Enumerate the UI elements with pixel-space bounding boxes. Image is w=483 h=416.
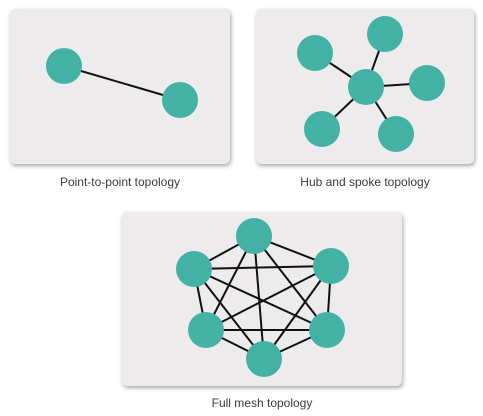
full-mesh-panel: [122, 212, 402, 386]
mesh-edge: [205, 265, 332, 331]
mesh-node: [188, 312, 224, 348]
mesh-edge: [253, 235, 265, 360]
mesh-edge: [263, 265, 332, 360]
mesh-edge: [193, 265, 332, 270]
mesh-nodes: [176, 218, 349, 377]
point-to-point-panel: [10, 9, 230, 164]
hub-node: [348, 69, 384, 105]
edge: [63, 65, 181, 101]
mesh-edge: [193, 268, 328, 331]
mesh-node: [176, 251, 212, 287]
mesh-node: [309, 312, 345, 348]
hub-and-spoke-diagram: [297, 16, 445, 152]
spoke-node: [367, 16, 403, 52]
spoke-node: [409, 65, 445, 101]
point-to-point-caption: Point-to-point topology: [59, 175, 181, 189]
spoke-node: [297, 35, 333, 71]
spoke-node: [304, 111, 340, 147]
mesh-node: [313, 248, 349, 284]
mesh-edge: [193, 268, 265, 360]
node: [46, 48, 82, 84]
hub-and-spoke-panel: [256, 9, 474, 164]
hub-and-spoke-caption: Hub and spoke topology: [300, 175, 430, 189]
full-mesh-diagram: [176, 218, 349, 377]
point-to-point-diagram: [46, 48, 198, 118]
node: [162, 82, 198, 118]
spoke-node: [378, 116, 414, 152]
mesh-node: [246, 341, 282, 377]
full-mesh-caption: Full mesh topology: [211, 396, 313, 410]
mesh-node: [236, 218, 272, 254]
mesh-edge: [253, 235, 328, 331]
